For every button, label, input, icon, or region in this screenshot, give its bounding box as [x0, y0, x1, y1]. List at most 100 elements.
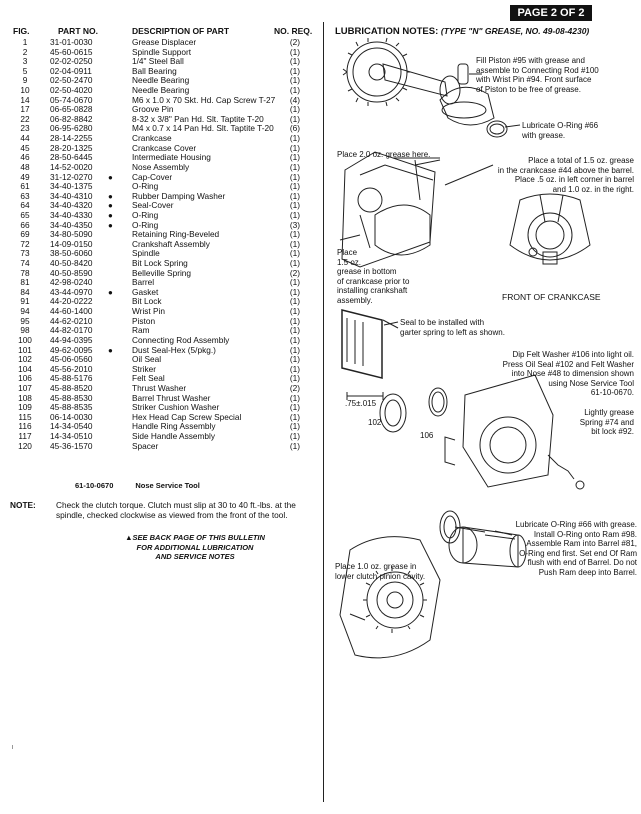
quantity-required: (1)	[289, 113, 301, 124]
part-number: 44-94-0395	[50, 334, 93, 345]
part-number: 06-95-6280	[50, 123, 93, 134]
lubrication-heading: LUBRICATION NOTES:	[335, 26, 439, 37]
part-description: Striker Cushion Washer	[132, 402, 220, 413]
part-number: 45-88-8530	[50, 392, 93, 403]
clutch-housing-illustration	[339, 536, 441, 659]
column-divider	[323, 22, 324, 802]
fig-number: 109	[18, 402, 32, 413]
quantity-required: (1)	[289, 258, 301, 269]
fig-number: 108	[18, 392, 32, 403]
part-number: 34-40-4320	[50, 200, 93, 211]
see-back-line-3: AND SERVICE NOTES	[155, 552, 235, 561]
callout-seal: Seal to be installed with garter spring …	[400, 318, 505, 337]
fig-number: 91	[20, 296, 30, 307]
quantity-required: (1)	[289, 209, 301, 220]
fig-number: 23	[20, 123, 30, 134]
quantity-required: (3)	[289, 219, 301, 230]
oil-seal-illustration	[379, 393, 407, 433]
part-number: 34-80-5090	[50, 229, 93, 240]
fig-number: 17	[20, 104, 30, 115]
part-number: 34-40-4310	[50, 190, 93, 201]
quantity-required: (1)	[289, 306, 301, 317]
note-label: NOTE:	[10, 500, 36, 510]
gear-illustration	[342, 37, 461, 107]
part-description: 8-32 x 3/8" Pan Hd. Slt. Taptite T-20	[132, 113, 264, 124]
fig-number: 22	[20, 113, 30, 124]
quantity-required: (1)	[289, 363, 301, 374]
crankcase-illustration	[339, 151, 440, 268]
part-description: O-Ring	[132, 219, 159, 230]
part-number: 42-98-0240	[50, 277, 93, 288]
quantity-required: (1)	[289, 344, 301, 355]
part-description: Cap-Cover	[132, 171, 173, 182]
part-number: 49-62-0095	[50, 344, 93, 355]
ram-barrel-illustration	[439, 510, 527, 568]
header-fig: FIG.	[13, 26, 30, 36]
part-description: Barrel Thrust Washer	[132, 392, 211, 403]
page-badge: PAGE 2 OF 2	[510, 5, 592, 21]
fig-number: 44	[20, 133, 30, 144]
fig-number: 106	[18, 373, 32, 384]
o-ring-66-illustration	[486, 120, 508, 138]
part-number: 06-14-0030	[50, 411, 93, 422]
quantity-required: (1)	[289, 142, 301, 153]
part-106-label: 106	[420, 431, 434, 440]
part-number: 45-56-2010	[50, 363, 93, 374]
quantity-required: (1)	[289, 85, 301, 96]
part-description: Side Handle Assembly	[132, 430, 216, 441]
kit-dot-icon: ●	[108, 210, 113, 220]
fig-number: 120	[18, 440, 32, 451]
fig-number: 115	[18, 411, 32, 422]
fig-number: 100	[18, 334, 32, 345]
callout-place-1oz: Place 1.0 oz. grease in lower clutch pin…	[335, 562, 426, 581]
part-number: 34-40-4330	[50, 209, 93, 220]
fig-number: 1	[22, 37, 28, 47]
fig-number: 74	[20, 258, 30, 269]
header-part-no: PART NO.	[58, 26, 98, 36]
tool-part-no: 61-10-0670	[75, 481, 114, 490]
quantity-required: (1)	[289, 315, 301, 326]
front-crankcase-illustration	[509, 193, 591, 265]
see-back-line-2: FOR ADDITIONAL LUBRICATION	[136, 542, 254, 552]
part-description: Groove Pin	[132, 104, 174, 115]
fig-number: 117	[18, 430, 32, 441]
felt-washer-illustration	[428, 387, 448, 417]
part-number: 45-88-8535	[50, 402, 93, 413]
fig-number: 64	[20, 200, 30, 211]
part-description: Spacer	[132, 440, 159, 451]
quantity-required: (1)	[289, 334, 301, 345]
see-back-note: ▲SEE BACK PAGE OF THIS BULLETIN FOR ADDI…	[100, 533, 290, 562]
fig-number: 46	[20, 152, 30, 163]
fig-number: 65	[20, 209, 30, 220]
part-number: 44-82-0170	[50, 325, 93, 336]
part-number: 40-50-8590	[50, 267, 93, 278]
part-description: Intermediate Housing	[132, 152, 211, 163]
fig-number: 81	[20, 277, 30, 288]
part-description: O-Ring	[132, 209, 159, 220]
fig-number: 73	[20, 248, 30, 259]
quantity-required: (1)	[289, 181, 301, 192]
part-description: Dust Seal-Hex (5/pkg.)	[132, 344, 216, 355]
part-description: Connecting Rod Assembly	[132, 334, 230, 345]
part-number: 02-02-0250	[50, 56, 93, 67]
part-description: 1/4" Steel Ball	[132, 56, 184, 67]
quantity-required: (2)	[289, 267, 301, 278]
